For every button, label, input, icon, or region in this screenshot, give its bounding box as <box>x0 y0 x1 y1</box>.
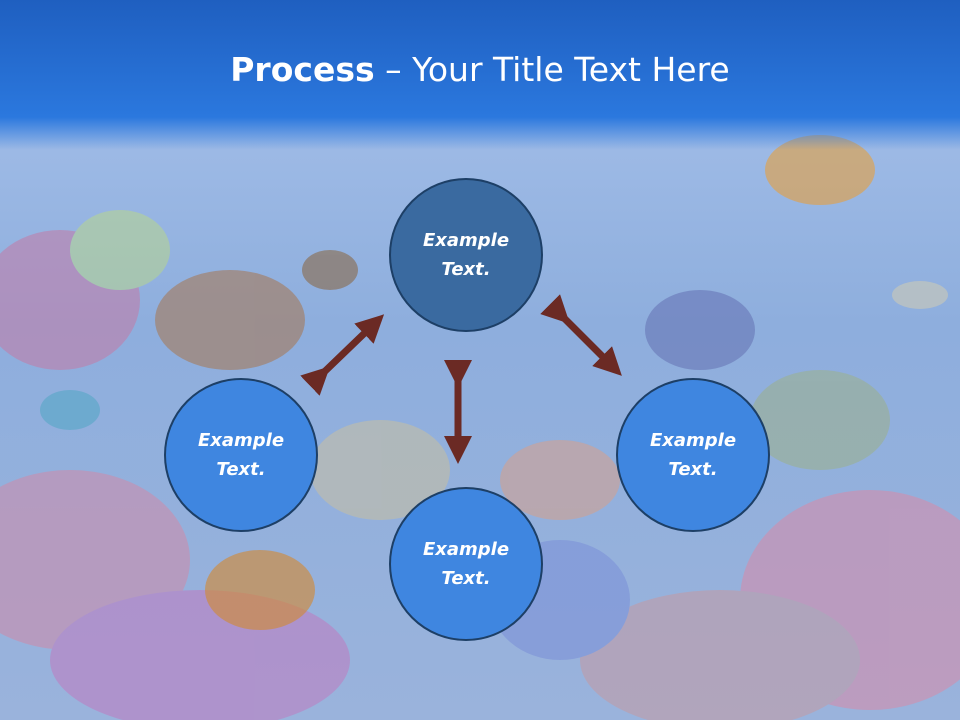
process-node-bottom: Example Text. <box>389 487 543 641</box>
process-node-right: Example Text. <box>616 378 770 532</box>
node-top-text: Example Text. <box>422 230 510 280</box>
process-node-left: Example Text. <box>164 378 318 532</box>
arrow-top-left <box>300 314 385 396</box>
node-left-text: Example Text. <box>197 430 285 480</box>
process-node-top: Example Text. <box>389 178 543 332</box>
title-rest: – Your Title Text Here <box>374 50 730 89</box>
node-bottom-text: Example Text. <box>422 539 510 589</box>
arrow-top-right <box>540 294 622 376</box>
title-bold: Process <box>230 50 375 89</box>
title-bar <box>0 0 960 150</box>
node-right-text: Example Text. <box>649 430 737 480</box>
slide-title: Process – Your Title Text Here <box>0 50 960 89</box>
